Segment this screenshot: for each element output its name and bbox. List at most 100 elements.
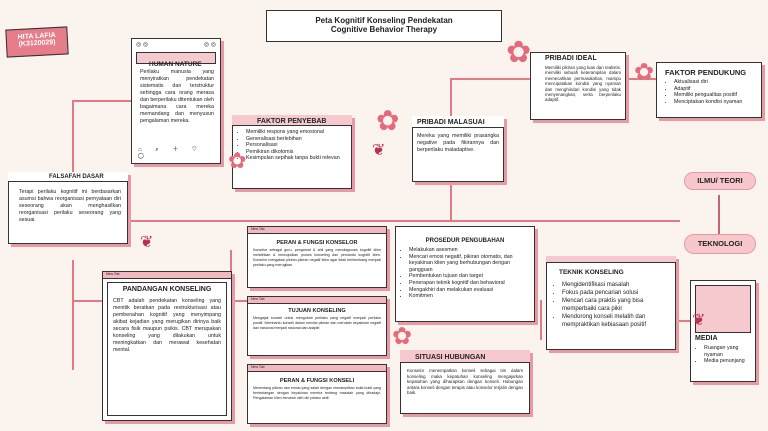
teknik-bar [546,256,676,263]
list-item: Ruangan yang nyaman [704,345,753,358]
ilmu-teori-pill: ILMU/ TEORI [684,172,756,190]
situasi-hubungan-card: SITUASI HUBUNGAN Konselor menempatkan ko… [400,350,530,414]
teknik-title: TEKNIK KONSELING [559,269,624,276]
pribadi-malasuai-card: PRIBADI MALASUAI Mereka yang memiliki pr… [412,116,504,182]
human-nature-card: ◎ ◎ ◎ ◎ HUMAN NATURE Perilaku manusia ya… [131,38,221,164]
teknologi-pill: TEKNOLOGI [684,234,756,254]
pandangan-konseling-window: New Tab PANDANGAN KONSELING CBT adalah p… [102,271,232,421]
flower-icon: ✿ [634,59,655,86]
list-item: Kesimpulan sepihak tanpa bukti relevan [246,155,347,162]
connector [72,300,102,302]
list-item: Mencari cara praktis yang bisa memperbai… [562,297,667,313]
teknik-konseling-card: TEKNIK KONSELING Mengidentifikasi masala… [546,256,676,350]
pribadi-ideal-text: Memiliki pikiran yang luas dan realistis… [545,65,621,103]
media-image [695,285,751,333]
leaf-icon: ❦ [372,142,386,159]
connector [540,300,542,340]
peran-konseli-text: Menentang pikiran dan emosi yang salah d… [253,386,381,400]
list-item: Mengidentifikasi masalah [562,281,667,289]
tujuan-konseling-text: Mengajak konseli untuk mengubah perilaku… [253,316,381,330]
peran-konselor-title: PERAN & FUNGSI KONSELOR [276,240,358,246]
browser-bar: New Tab [248,365,386,372]
prosedur-title: PROSEDUR PENGUBAHAN [425,238,505,244]
list-item: Pemikiran dikotomis [246,149,347,156]
list-item: Mencari emosi negatif, pikiran otomatis,… [409,254,530,274]
tujuan-konseling-title: TUJUAN KONSELING [288,308,346,314]
list-item: Personalisasi [246,142,347,149]
falsafah-dasar-title: FALSAFAH DASAR [49,174,104,180]
author-badge: HITA LAFIA (K3120029) [5,26,69,58]
falsafah-dasar-card: FALSAFAH DASAR Terapi perilaku kognitif … [8,172,128,244]
pribadi-malasuai-text: Mereka yang memiliki prasangka negative … [417,133,499,153]
situasi-text: Konselor menempatkan konseli sebagai tim… [407,368,523,396]
teknik-list: Mengidentifikasi masalah Fokus pada penc… [553,281,667,329]
connector [72,100,74,220]
list-item: Adaptif [674,86,757,93]
peran-konseli-title: PERAN & FUNGSI KONSELI [279,378,355,384]
connector [450,78,530,80]
list-item: Media penunjang [704,358,753,365]
flower-icon: ✿ [376,105,400,136]
peran-konselor-window: New Tab PERAN & FUNGSI KONSELOR Konselor… [247,226,387,288]
title-line-1: Peta Kognitif Konseling Pendekatan [315,16,453,25]
bottom-icons: ⌂ ⌕ ＋ ♡ ◯ [138,147,203,160]
leaf-icon: ❦ [692,312,706,329]
prosedur-card: PROSEDUR PENGUBAHAN Melakukan asesmen Me… [395,226,535,322]
list-item: Memiliki respons yang emosional [246,129,347,136]
browser-bar: New Tab [103,272,231,279]
media-title: MEDIA [695,335,718,342]
list-item: Penerapan teknik kognitif dan behavioral [409,280,530,287]
prosedur-list: Melakukan asesmen Mencari emosi negatif,… [400,247,530,300]
pandangan-title: PANDANGAN KONSELING [122,286,212,293]
list-item: Mengakhiri dan melakukan evaluasi [409,287,530,294]
list-item: Aktualisasi diri [674,79,757,86]
faktor-penyebab-header [232,115,352,126]
flower-icon: ✿ [228,148,247,173]
situasi-title: SITUASI HUBUNGAN [415,354,486,361]
browser-bar: New Tab [248,227,386,234]
pribadi-ideal-title: PRIBADI IDEAL [545,55,597,62]
faktor-penyebab-card: FAKTOR PENYEBAB Memiliki respons yang em… [232,115,352,189]
browser-bar: New Tab [248,297,386,304]
connector [40,220,680,222]
peran-konseli-window: New Tab PERAN & FUNGSI KONSELI Menentang… [247,364,387,424]
connector [718,195,720,235]
situasi-header [400,350,530,363]
list-item: Komitmen [409,293,530,300]
list-item: Melakukan asesmen [409,247,530,254]
malasuai-header [412,116,504,128]
page-title: Peta Kognitif Konseling Pendekatan Cogni… [266,10,502,42]
connector [72,100,132,102]
list-item: Pembentukan tujuan dan target [409,273,530,280]
window-inner [107,282,227,416]
top-icons: ◎ ◎ [203,42,216,48]
falsafah-header [8,172,128,182]
pandangan-text: CBT adalah pendekatan konseling yang men… [113,298,221,353]
top-icons: ◎ ◎ [136,42,149,48]
faktor-penyebab-list: Memiliki respons yang emosional Generali… [237,129,347,162]
list-item: Memiliki pengualitas positif [674,92,757,99]
leaf-icon: ❦ [140,234,154,251]
title-line-2: Cognitive Behavior Therapy [330,25,438,34]
falsafah-dasar-text: Terapi perilaku kognitif ini berdasarkan… [19,189,121,223]
media-card: MEDIA Ruangan yang nyaman Media penunjan… [690,280,756,382]
faktor-pendukung-list: Aktualisasi diri Adaptif Memiliki pengua… [665,79,757,105]
list-item: Menciptakan kondisi nyaman [674,99,757,106]
peran-konselor-text: Konselor sebagai guru, pengamat & ahli y… [253,248,381,267]
list-item: Generalisasi berlebihan [246,136,347,143]
tujuan-konseling-window: New Tab TUJUAN KONSELING Mengajak konsel… [247,296,387,356]
faktor-pendukung-card: FAKTOR PENDUKUNG Aktualisasi diri Adapti… [656,62,762,118]
pribadi-malasuai-title: PRIBADI MALASUAI [417,119,485,126]
human-nature-text: Perilaku manusia yang menyiratkan pendek… [140,69,214,124]
list-item: Mendorong konseli melatih dan mempraktik… [562,313,667,329]
list-item: Fokus pada pencarian solusi [562,289,667,297]
media-list: Ruangan yang nyaman Media penunjang [695,345,753,365]
connector [72,260,74,370]
flower-icon: ✿ [392,323,413,350]
connector [600,78,660,80]
flower-icon: ✿ [506,36,532,69]
human-nature-title: HUMAN NATURE [149,61,202,68]
pribadi-ideal-card: PRIBADI IDEAL Memiliki pikiran yang luas… [530,52,626,120]
faktor-penyebab-title: FAKTOR PENYEBAB [257,118,327,125]
faktor-pendukung-title: FAKTOR PENDUKUNG [665,68,747,77]
